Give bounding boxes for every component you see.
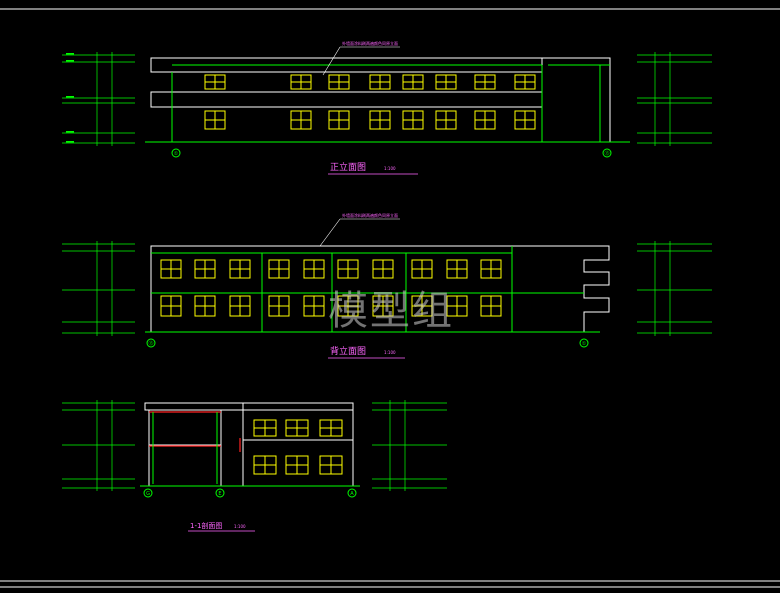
rear-left-dimensions [62,241,135,336]
level-marker-icon [66,53,74,143]
section-axis-e: E [218,491,221,497]
axis-bubble-icon [347,488,357,498]
front-axis-left: ① [174,151,179,157]
rear-elevation: 外墙面涂料刷两遍颜色同原立面 ⑬ ① 背立面图 1:100 [62,212,712,359]
section-walls [140,412,360,487]
section-axis-a: A [350,491,354,497]
front-note: 外墙面涂料刷两遍颜色同原立面 [342,40,398,46]
axis-bubble-icon [143,488,153,498]
axis-bubble-icon [146,338,156,348]
axis-bubble-icon [215,488,225,498]
watermark: 模型组 [328,288,454,334]
section-structure [144,402,354,486]
rear-note: 外墙面涂料刷两遍颜色同原立面 [342,212,398,218]
axis-bubble-icon [602,148,612,158]
section-left-dimensions [62,400,135,491]
rear-axis-right: ① [582,341,587,347]
rear-right-dimensions [637,241,712,336]
axis-bubble-icon [171,148,181,158]
rear-title: 背立面图 [330,345,366,357]
front-windows-upper [204,74,536,90]
rear-windows [160,259,502,317]
section-cut-lines [149,411,241,452]
section-scale: 1:100 [234,524,246,529]
rear-scale: 1:100 [384,350,396,355]
front-windows-lower [204,110,536,130]
front-right-dimensions [637,52,712,146]
section-axis-g: G [146,491,150,497]
section-drawing: G E A 1-1剖面图 1:100 [62,400,447,532]
rear-walls [145,246,600,333]
section-title: 1-1剖面图 [190,521,222,530]
front-left-dimensions [62,52,135,146]
front-axis-right: ⑬ [604,150,609,157]
drawing-frame [0,8,780,588]
front-scale: 1:100 [384,166,396,171]
section-windows [253,419,343,475]
front-elevation: 外墙面涂料刷两遍颜色同原立面 ① ⑬ 正立面图 1:100 [62,40,712,175]
front-walls [145,64,630,143]
rear-axis-left: ⑬ [148,340,153,347]
section-right-dimensions [372,400,447,491]
axis-bubble-icon [579,338,589,348]
front-title: 正立面图 [330,161,366,173]
